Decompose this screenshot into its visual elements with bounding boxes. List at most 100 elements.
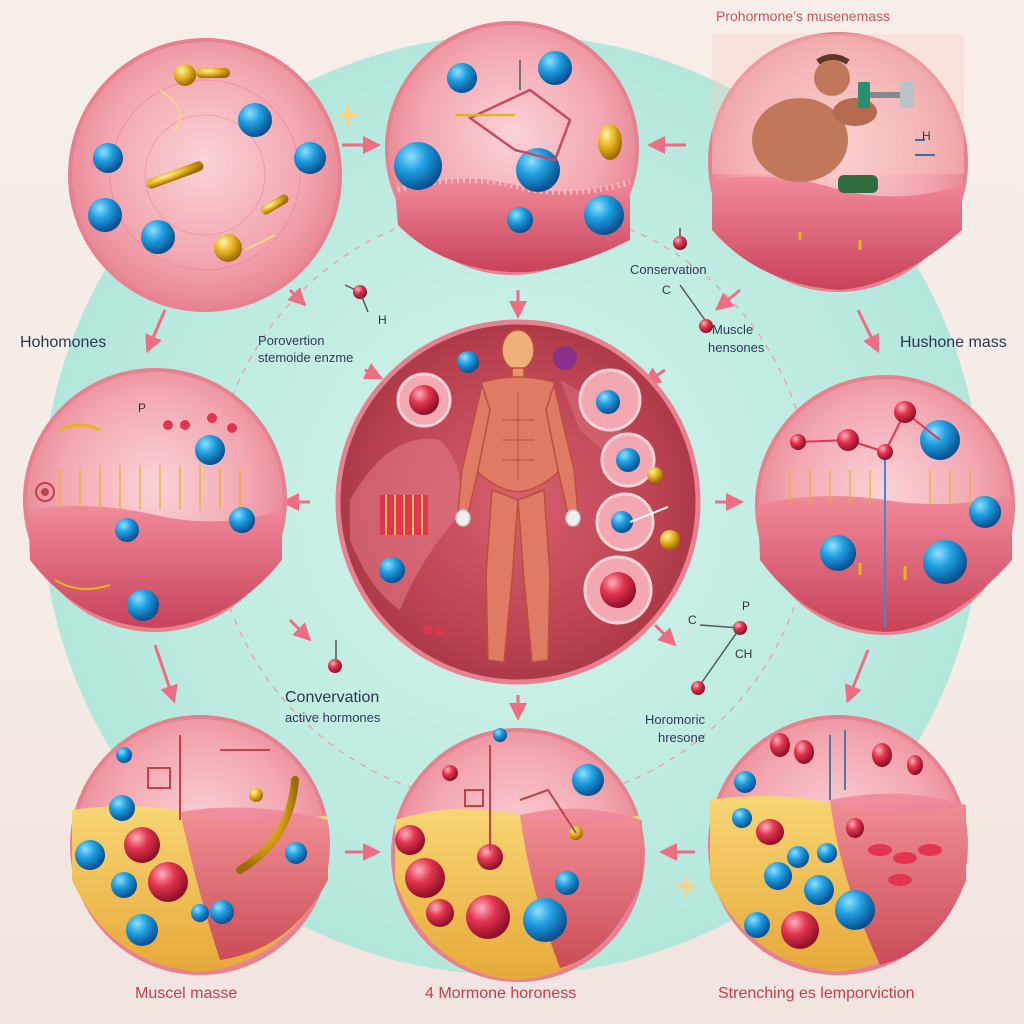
chem-c-mid: C (662, 283, 671, 297)
blue-molecule (294, 142, 326, 174)
blue-molecule (394, 142, 442, 190)
blue-molecule (379, 557, 405, 583)
cell-center (335, 319, 701, 685)
label-conversation-active-1: Convervation (285, 689, 380, 706)
blue-molecule (195, 435, 225, 465)
red-molecule (877, 444, 893, 460)
cell-bottom-right (708, 715, 968, 975)
blue-molecule (141, 220, 175, 254)
arrow-center-to-bl (288, 618, 312, 642)
chem-h-right: H (922, 129, 931, 143)
chem-ch-lower: CH (735, 647, 753, 661)
blue-molecule (804, 875, 834, 905)
label-hohomones: Hohomones (20, 334, 107, 351)
gold-molecule (598, 124, 622, 160)
red-molecule (405, 858, 445, 898)
arrow-right-to-br (844, 649, 870, 704)
red-molecule (426, 899, 454, 927)
gold-molecule (174, 64, 196, 86)
blue-molecule (111, 872, 137, 898)
page-title: Prohormone’s musenemass (716, 8, 891, 24)
blue-molecule (969, 496, 1001, 528)
label-bottom-right: Strenching es lemporviction (718, 985, 915, 1002)
blue-molecule (923, 540, 967, 584)
dumbbell-icon (858, 82, 914, 108)
label-conversation-active-2: active hormones (285, 710, 381, 725)
arrow-right-label-to-center (642, 367, 666, 385)
label-muscle-hormones: Muscle (712, 322, 754, 337)
muscle-bundle-icon (380, 495, 428, 535)
connector-molecules (328, 228, 747, 695)
red-molecule (409, 385, 439, 415)
blue-molecule (523, 898, 567, 942)
label-hormone-horomonic-1: Horomoric (645, 712, 705, 727)
cell-top-right (708, 32, 968, 292)
cell-mid-right (755, 375, 1015, 635)
blue-molecule (611, 511, 633, 533)
label-muscle-hormones-2: hensones (708, 340, 765, 355)
red-molecule (124, 827, 160, 863)
cell-bottom-center (391, 728, 645, 982)
blue-molecule (507, 207, 533, 233)
blue-molecule (126, 914, 158, 946)
label-conversation-top: Conservation (630, 262, 707, 277)
blue-molecule (93, 143, 123, 173)
blue-molecule (572, 764, 604, 796)
arrow-tr-to-right (856, 309, 880, 354)
chem-p-lower: P (742, 599, 751, 613)
arrow-tl-to-center (287, 287, 307, 307)
blue-molecule (835, 890, 875, 930)
blue-molecule (732, 808, 752, 828)
cell-mid-left (23, 368, 287, 632)
chem-c-lower: C (688, 613, 697, 627)
label-bottom-left: Muscel masse (135, 985, 238, 1002)
chem-p-left: P (138, 401, 147, 415)
blue-molecule (817, 843, 837, 863)
cell-top-center (385, 21, 639, 275)
blue-molecule (787, 846, 809, 868)
arrow-center-to-br (653, 623, 677, 647)
cell-top-left (68, 38, 342, 312)
red-molecule (477, 844, 503, 870)
blue-molecule (285, 842, 307, 864)
blue-molecule (555, 871, 579, 895)
blue-molecule (210, 900, 234, 924)
red-molecule (148, 862, 188, 902)
red-molecule (894, 401, 916, 423)
label-hormone-horomonic-2: hresone (658, 730, 705, 745)
human-muscle-figure (455, 329, 581, 663)
label-bottom-center: 4 Mormone horoness (425, 985, 577, 1002)
label-porovertion: Porovertion (258, 333, 325, 348)
red-molecule (837, 429, 859, 451)
arrow-tl-to-left (145, 309, 167, 354)
blue-molecule (584, 195, 624, 235)
gold-molecule (214, 234, 242, 262)
arrow-tr-to-center (715, 288, 741, 311)
blue-molecule (127, 589, 159, 621)
red-molecule (466, 895, 510, 939)
blue-molecule (820, 535, 856, 571)
blue-molecule (229, 507, 255, 533)
blue-molecule (734, 771, 756, 793)
arrow-label-to-center (362, 362, 384, 380)
red-molecule (770, 733, 790, 757)
blue-molecule (109, 795, 135, 821)
red-molecule (395, 825, 425, 855)
sparkle-icons (335, 102, 699, 899)
blue-molecule (447, 63, 477, 93)
label-hushone-mass: Hushone mass (900, 334, 1007, 351)
blue-molecule (457, 351, 479, 373)
cell-bottom-left (70, 715, 330, 975)
blue-molecule (115, 518, 139, 542)
label-steroid-enzyme: stemoide enzme (258, 350, 354, 365)
blue-molecule (75, 840, 105, 870)
blue-molecule (616, 448, 640, 472)
blue-molecule (88, 198, 122, 232)
blue-molecule (238, 103, 272, 137)
chem-h-top: H (378, 313, 387, 327)
blue-molecule (538, 51, 572, 85)
blue-molecule (764, 862, 792, 890)
flow-arrows (145, 136, 880, 861)
blue-molecule (596, 390, 620, 414)
